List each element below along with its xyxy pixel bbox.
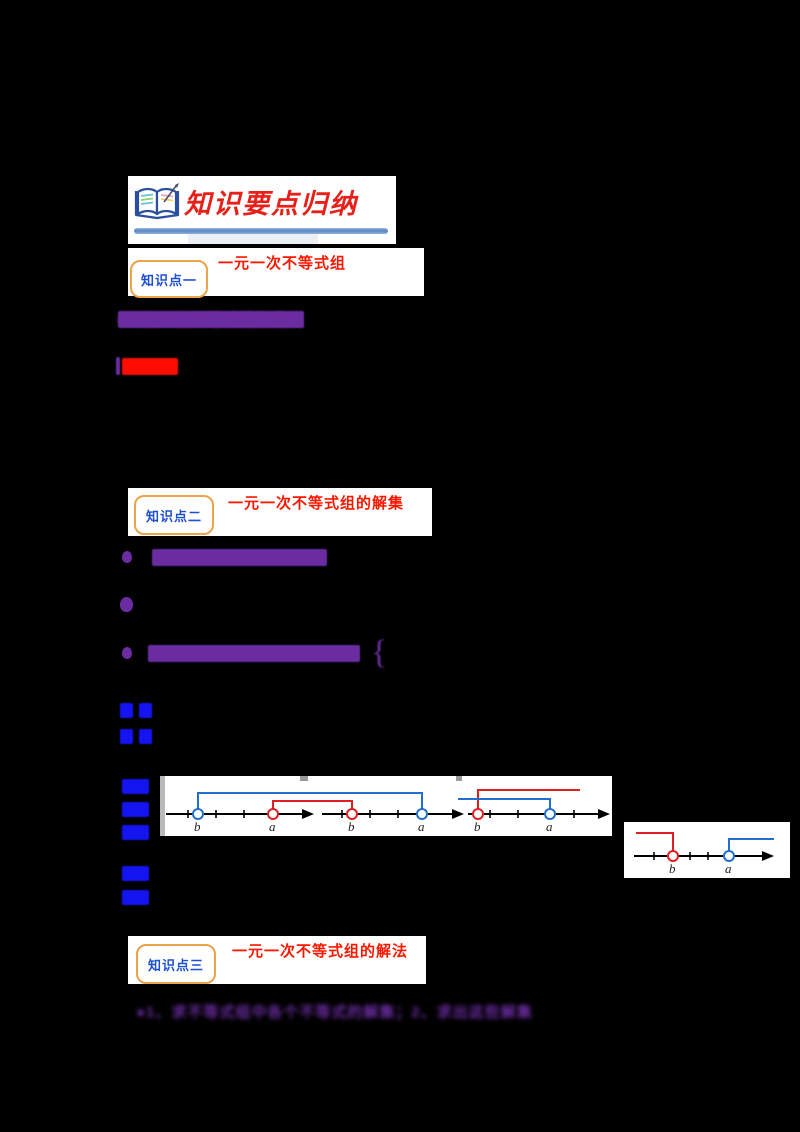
figure-artifact-2 bbox=[456, 776, 462, 781]
section-heading-1: 一元一次不等式组 bbox=[218, 255, 347, 272]
figure-artifact-1 bbox=[300, 776, 308, 781]
open-book-icon bbox=[134, 182, 182, 220]
number-line-diagram-1: b a bbox=[166, 792, 320, 834]
svg-text:a: a bbox=[269, 819, 276, 834]
svg-text:b: b bbox=[669, 861, 676, 876]
redaction-bar-4 bbox=[148, 645, 360, 662]
knowledge-point-pill-2: 知识点二 bbox=[134, 495, 214, 535]
page-title: 知识要点归纳 bbox=[184, 189, 358, 219]
number-line-diagrams-svg: b a b a bbox=[166, 789, 610, 834]
redaction-blue-6 bbox=[122, 802, 149, 817]
figure-edge-left bbox=[160, 776, 165, 836]
redaction-bar-3 bbox=[152, 549, 327, 566]
bullet-dot-2 bbox=[120, 597, 133, 612]
section-heading-3: 一元一次不等式组的解法 bbox=[232, 943, 409, 960]
redaction-blue-7 bbox=[122, 825, 149, 840]
svg-text:a: a bbox=[725, 861, 732, 876]
redaction-blue-9 bbox=[122, 890, 149, 905]
bullet-dot-1 bbox=[122, 551, 132, 563]
redaction-blue-2 bbox=[139, 703, 152, 718]
curly-brace: { bbox=[371, 634, 388, 671]
number-line-diagram-2: b a bbox=[310, 792, 464, 834]
svg-text:a: a bbox=[546, 819, 553, 834]
redaction-blue-5 bbox=[122, 779, 149, 794]
redaction-blue-8 bbox=[122, 866, 149, 881]
svg-text:a: a bbox=[418, 819, 425, 834]
header-divider bbox=[134, 228, 388, 234]
number-line-figure-side: b a bbox=[624, 822, 790, 878]
svg-text:b: b bbox=[194, 819, 201, 834]
redaction-blue-1 bbox=[120, 703, 133, 718]
redaction-highlight-1 bbox=[122, 358, 178, 375]
knowledge-point-pill-1: 知识点一 bbox=[130, 260, 208, 298]
section-heading-2: 一元一次不等式组的解集 bbox=[228, 495, 405, 512]
bullet-dot-3 bbox=[122, 647, 132, 659]
knowledge-point-pill-3: 知识点三 bbox=[136, 944, 216, 984]
svg-text:b: b bbox=[474, 819, 481, 834]
obscured-body-line-3: ●1、求不等式组中各个不等式的解集；2、求出这些解集 bbox=[136, 1004, 533, 1021]
redaction-marker-2 bbox=[116, 357, 120, 375]
number-line-diagram-4-svg: b a bbox=[634, 832, 774, 876]
redaction-blue-3 bbox=[120, 729, 133, 744]
number-line-diagram-3: b a bbox=[458, 789, 610, 834]
number-line-diagram-4: b a bbox=[634, 832, 774, 876]
svg-text:b: b bbox=[348, 819, 355, 834]
redaction-blue-4 bbox=[139, 729, 152, 744]
number-line-figure-group: b a b a bbox=[160, 776, 612, 836]
watermark bbox=[188, 232, 318, 244]
redaction-bar-1 bbox=[118, 311, 304, 328]
header-banner: 知识要点归纳 bbox=[128, 176, 396, 244]
